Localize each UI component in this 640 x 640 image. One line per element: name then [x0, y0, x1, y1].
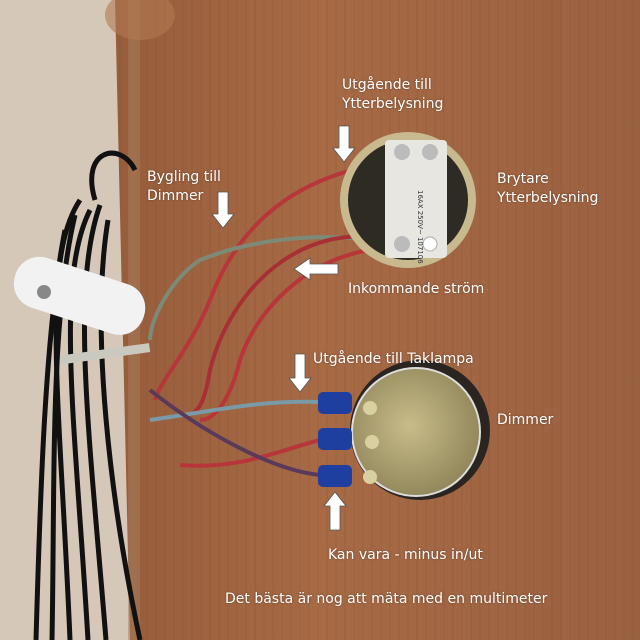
outdoor-light-switch — [340, 132, 476, 268]
terminals — [318, 392, 379, 487]
dimmer-unit — [318, 360, 490, 500]
wire-red — [188, 234, 391, 417]
arrow-down-icon — [211, 191, 235, 229]
label-dimmer: Dimmer — [497, 412, 554, 428]
label-incoming: Inkommande ström — [348, 281, 485, 297]
arrow-up-icon — [323, 491, 347, 531]
arrow-down-icon — [332, 125, 356, 163]
label-line: Ytterbelysning — [497, 190, 599, 206]
wire-purple — [148, 388, 321, 477]
label-line: Bygling till — [147, 169, 221, 185]
label-line: Brytare — [497, 171, 549, 187]
arrow-down-icon — [288, 353, 312, 393]
label-line: Utgående till — [342, 77, 432, 93]
label-jumper: Bygling till Dimmer — [147, 168, 221, 206]
wire-gray-blue — [149, 399, 321, 422]
wire-red — [153, 161, 389, 401]
switch-marking: 16AX 250V~ 107106 — [416, 190, 424, 264]
black-cable-bundle — [33, 150, 143, 640]
label-out-ceiling: Utgående till Taklampa — [313, 351, 474, 367]
cable-clip — [13, 256, 146, 335]
label-bottom-note: Det bästa är nog att mäta med en multime… — [225, 591, 548, 607]
label-switch: Brytare Ytterbelysning — [497, 170, 598, 208]
label-line: Ytterbelysning — [342, 96, 444, 112]
label-minus: Kan vara - minus in/ut — [328, 547, 483, 563]
label-out-outdoor: Utgående till Ytterbelysning — [342, 76, 443, 114]
label-line: Dimmer — [147, 188, 204, 204]
arrow-left-icon — [293, 257, 339, 281]
